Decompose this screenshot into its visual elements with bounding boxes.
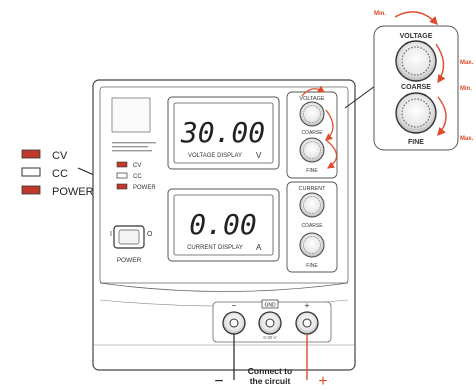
knob-zoom-inset: VOLTAGE COARSE FINE [373,25,459,151]
power-switch-off-mark: I [110,231,112,238]
voltage-display-window [173,102,274,164]
legend: CV CC POWER [21,149,111,198]
inset-coarse-arrow [394,11,438,26]
device-front-panel [99,86,349,284]
inset-coarse-knob [395,40,437,82]
current-coarse-label: COARSE [301,223,323,229]
ground-terminal[interactable] [258,311,282,335]
legend-cv-indicator [21,149,41,159]
legend-cv-label: CV [52,150,68,162]
legend-cc-label: CC [52,168,68,180]
positive-terminal[interactable] [295,311,319,335]
panel-bottom-curve [99,282,349,292]
voltage-knob-panel [286,91,338,179]
inset-coarse-label: COARSE [401,84,431,91]
inset-max-top-label: Max. [460,60,474,66]
power-switch-on-mark: O [147,231,153,238]
brand-plate [111,97,151,133]
voltage-coarse-label: COARSE [301,130,323,136]
inset-coarse-to-fine-arrow [435,43,446,84]
inset-min-mid-label: Min. [460,86,472,92]
cc-indicator-label: CC [133,174,142,180]
inset-frame [373,25,459,151]
negative-terminal[interactable] [222,311,246,335]
inset-fine-knob [395,92,437,134]
power-switch[interactable]: I O [110,225,153,249]
terminal-positive-mark: + [305,301,310,310]
voltage-fine-knob[interactable] [299,137,325,163]
cv-indicator-label: CV [133,163,141,169]
current-coarse-knob[interactable] [299,192,325,218]
voltage-display-caption: VOLTAGE DISPLAY [188,153,242,159]
power-supply-unit: CV CC POWER I O POWER 30.00 VOLTAGE DISP… [92,79,356,371]
cv-indicator-lamp [116,161,128,168]
terminal-rating: 0-30 V [263,335,276,340]
current-fine-label: FINE [306,263,318,269]
current-display-caption: CURRENT DISPLAY [187,245,243,251]
inset-voltage-label: VOLTAGE [400,33,433,40]
fine-rotation-arrow [325,139,338,169]
voltage-knob-label: VOLTAGE [299,96,324,102]
negative-polarity-sign: − [214,373,223,390]
connect-label-line1: Connect to [248,366,292,376]
current-display-window [173,194,274,256]
legend-power-label: POWER [52,186,94,198]
inset-max-bottom-label: Max. [460,136,474,142]
zoom-pointer-line [344,85,376,109]
current-display-value: 0.00 [189,208,256,241]
inset-fine-arrow [437,96,447,137]
current-knob-label: CURRENT [299,186,327,192]
gnd-badge [261,299,279,309]
legend-cc-indicator [21,167,41,177]
positive-polarity-sign: + [318,373,327,390]
legend-power-indicator [21,185,41,195]
voltage-fine-label: FINE [306,168,318,174]
power-switch-rocker[interactable] [118,229,140,245]
power-switch-label: POWER [117,257,142,264]
voltage-display-value: 30.00 [180,116,265,149]
current-fine-knob[interactable] [299,232,325,258]
current-display-unit: A [256,243,262,252]
current-knob-panel [286,181,338,273]
model-fine-print [112,142,156,152]
power-indicator-label: POWER [133,185,156,191]
coarse-rotation-arrow [301,85,325,97]
coarse-to-fine-arrow [325,109,334,141]
terminal-negative-mark: − [232,301,237,310]
gnd-label: GND [264,303,276,309]
power-indicator-lamp [116,183,128,190]
inset-fine-label: FINE [408,139,424,146]
connect-label-line2: the circuit [250,376,291,386]
voltage-display-unit: V [256,151,262,160]
cc-indicator-lamp [116,172,128,179]
inset-min-top-label: Min. [374,11,386,17]
voltage-coarse-knob[interactable] [299,101,325,127]
